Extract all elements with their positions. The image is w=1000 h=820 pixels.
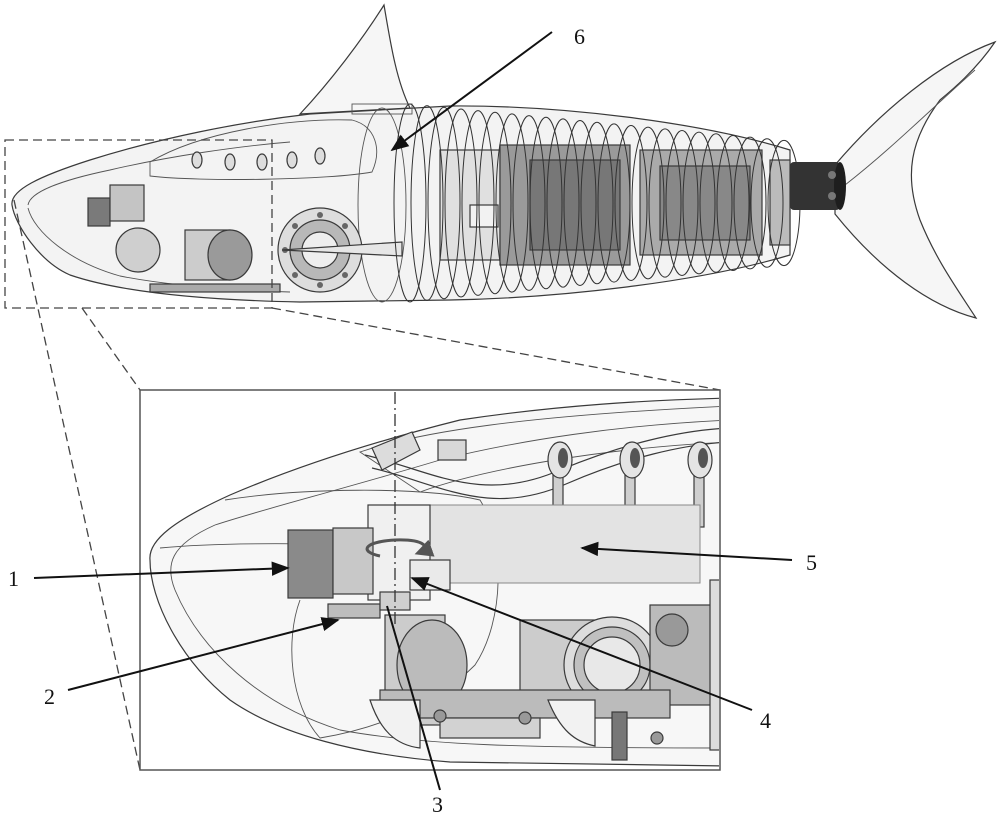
right-frame (709, 579, 719, 751)
drive-motor-small (87, 197, 111, 227)
spring-coil (665, 129, 699, 277)
head-canopy (149, 119, 378, 180)
pins (547, 441, 713, 528)
pin-head (256, 153, 268, 171)
part-1-gearbox (332, 527, 374, 595)
tail-shaft-end (834, 162, 846, 210)
rotation-arrow (365, 538, 435, 558)
base-bracket (547, 699, 596, 747)
bottom-rail (149, 283, 281, 293)
callout-label-3: 3 (432, 792, 443, 817)
spring-coil (716, 134, 750, 272)
motor-face-inner (583, 636, 641, 694)
pin-hole (698, 448, 708, 468)
spring-coil (427, 106, 461, 300)
spring-coil (529, 116, 563, 290)
actuator-core-2 (659, 165, 751, 241)
spring-coil (682, 131, 716, 275)
section-divider (357, 107, 407, 303)
spring-coil (461, 110, 495, 296)
bottom-bolt (650, 731, 664, 745)
pin-head (314, 147, 326, 165)
bolt (317, 212, 323, 218)
spring-coil (495, 113, 529, 293)
bottom-bolt (433, 709, 447, 723)
spring-coil (410, 105, 444, 301)
top-hatch (351, 103, 413, 115)
bolt (292, 272, 298, 278)
connector-block (437, 439, 467, 461)
part-2-gear (327, 603, 381, 619)
gear-housing-small (109, 184, 145, 222)
tube-lower (371, 442, 719, 500)
callout-label-5: 5 (806, 550, 817, 575)
pin-head (191, 151, 203, 169)
bolt (342, 223, 348, 229)
callout-line-3 (386, 605, 441, 791)
callout-line-1 (33, 561, 290, 579)
spring-coil (750, 138, 784, 268)
bottom-bolt (518, 711, 532, 725)
rear-cap (769, 159, 791, 246)
zoom-region-marker (4, 139, 273, 309)
tail-fin (834, 40, 997, 319)
spring-coil (597, 123, 631, 283)
callout-label-2: 2 (44, 684, 55, 709)
dorsal-fin (298, 3, 411, 115)
zoom-guide-line (81, 307, 141, 391)
base-foot (439, 717, 541, 739)
top-pins (191, 147, 326, 171)
zoomed-head-view (149, 392, 719, 767)
callout-line-6 (390, 31, 553, 152)
base-bracket (369, 699, 421, 749)
tail-stalk (790, 162, 846, 210)
spring-coil (512, 115, 546, 291)
spring-coil (546, 118, 580, 288)
spring-coils (393, 103, 801, 303)
spring-coil (733, 136, 767, 270)
tube-connector (371, 431, 421, 471)
pin-head (224, 153, 236, 171)
pin-head (286, 151, 298, 169)
zoom-guide-line (271, 307, 721, 391)
head-components (87, 147, 403, 293)
bolt (317, 282, 323, 288)
part-5-housing (429, 504, 701, 584)
canopy (358, 406, 719, 493)
pin-hole (558, 448, 568, 468)
full-fish-view (11, 3, 997, 319)
spring-coil (580, 121, 614, 285)
spring-coil (393, 103, 427, 303)
spring-coil (699, 133, 733, 273)
spike-shaft (281, 241, 403, 257)
spring-coil (648, 128, 682, 278)
part-1-motor (287, 529, 334, 599)
spring-coil (444, 108, 478, 298)
tail-shaft (790, 162, 840, 210)
pin-hole (630, 448, 640, 468)
callout-line-5 (580, 541, 793, 561)
bolt (292, 223, 298, 229)
spring-coil (614, 125, 648, 281)
side-block-hole (655, 613, 689, 647)
callout-line-2 (67, 617, 340, 691)
transparent-bubble (224, 489, 499, 739)
spring-coil (563, 120, 597, 286)
shaft-bolt (828, 171, 836, 179)
support-post (611, 711, 628, 761)
callout-line-4 (410, 577, 753, 711)
spring-coil (631, 126, 665, 280)
tail-fin-ridge (844, 69, 976, 186)
bolt (342, 272, 348, 278)
callouts: 6 1 2 3 4 5 (8, 24, 817, 817)
callout-label-1: 1 (8, 566, 19, 591)
motor-end (207, 229, 253, 281)
callout-label-4: 4 (760, 708, 771, 733)
callout-label-6: 6 (574, 24, 585, 49)
shaft-bolt (828, 192, 836, 200)
spring-coil (478, 111, 512, 295)
battery-cylinder (115, 227, 161, 273)
